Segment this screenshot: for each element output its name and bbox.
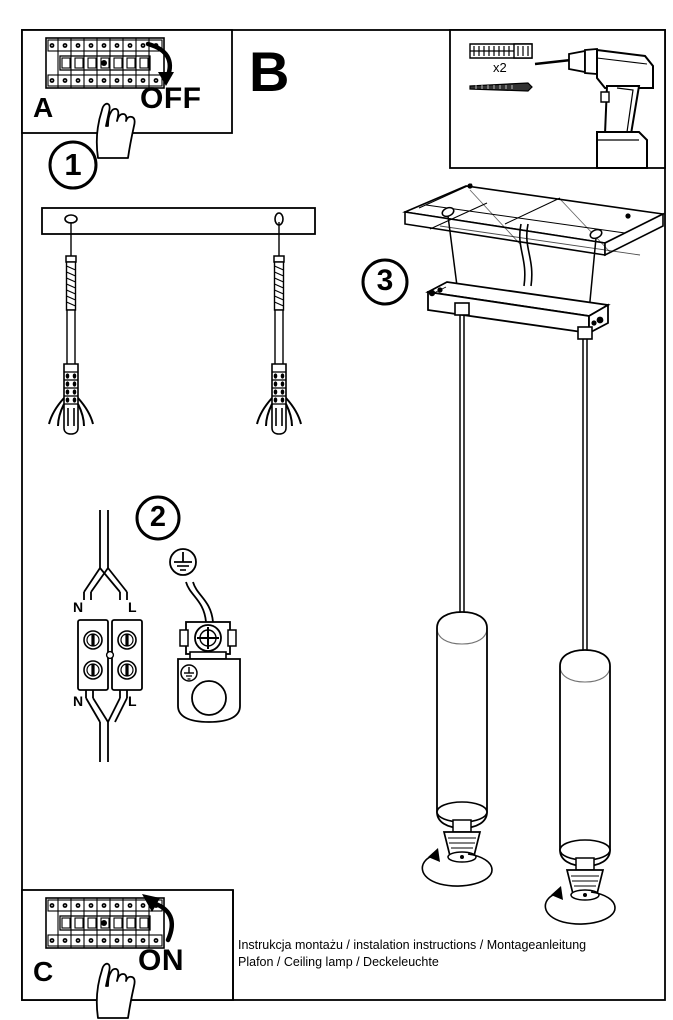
step-1-circle — [48, 140, 98, 190]
supply-cable-top — [83, 510, 128, 600]
rotation-arrow-right — [544, 886, 616, 925]
terminal-label-l-top: L — [128, 599, 137, 615]
breaker-panel-icon-a — [45, 37, 165, 89]
wall-anchor-left — [48, 363, 94, 435]
sheet-border — [21, 29, 666, 1001]
terminal-label-n-top: N — [73, 599, 84, 615]
gu10-bulb-right — [565, 857, 605, 901]
pendant-cord-left — [459, 315, 465, 616]
step-2-number: 2 — [149, 501, 167, 533]
terminal-screw-l-top — [117, 630, 137, 650]
breaker-panel-icon-c — [45, 897, 165, 949]
suspension-rod-left — [447, 215, 458, 287]
step-2-circle — [135, 495, 181, 541]
panel-b-letter: B — [249, 40, 290, 103]
terminal-center-pin — [105, 650, 115, 660]
supply-cable-bottom — [85, 690, 128, 762]
earth-wire — [185, 581, 214, 623]
ceiling-plate — [402, 183, 666, 257]
pendant-cord-right — [582, 339, 588, 652]
footer-line-2: Plafon / Ceiling lamp / Deckeleuchte — [238, 955, 439, 969]
step-1-number: 1 — [64, 147, 82, 182]
screw-left — [65, 222, 77, 373]
wall-plug-anchor-icon — [469, 43, 533, 59]
terminal-screw-n-bottom — [83, 660, 103, 680]
earth-screw-terminal — [179, 621, 237, 660]
terminal-label-n-bottom: N — [73, 693, 84, 709]
footer-text-block: Instrukcja montażu / instalation instruc… — [238, 937, 658, 971]
ceiling-supply-wire — [519, 223, 533, 287]
step-3-number: 3 — [376, 264, 394, 297]
pendant-tube-left — [436, 611, 488, 829]
bracket-hole-left — [64, 214, 78, 224]
footer-line-1: Instrukcja montażu / instalation instruc… — [238, 938, 587, 952]
cord-grip-right — [577, 326, 593, 340]
panel-a-action-label: OFF — [140, 82, 202, 115]
curved-arrow-up-icon — [142, 894, 174, 943]
screw-right — [273, 222, 285, 373]
pendant-tube-right — [559, 649, 611, 867]
step-3-circle — [361, 258, 409, 306]
panel-a-letter: A — [33, 92, 54, 123]
terminal-label-l-bottom: L — [128, 693, 137, 709]
terminal-screw-n-top — [83, 630, 103, 650]
wall-anchor-right — [256, 363, 302, 435]
panel-c-letter: C — [33, 956, 54, 987]
earth-symbol-icon — [169, 548, 197, 576]
cord-grip-left — [454, 302, 470, 316]
panel-c-action-label: ON — [138, 944, 184, 977]
curved-arrow-down-icon — [145, 41, 174, 86]
rotation-arrow-left — [421, 848, 493, 887]
earth-mark-icon — [180, 664, 198, 682]
earth-bracket — [177, 658, 241, 723]
tools-quantity-label: x2 — [493, 60, 507, 75]
mounting-bracket — [41, 207, 316, 235]
terminal-screw-l-bottom — [117, 660, 137, 680]
